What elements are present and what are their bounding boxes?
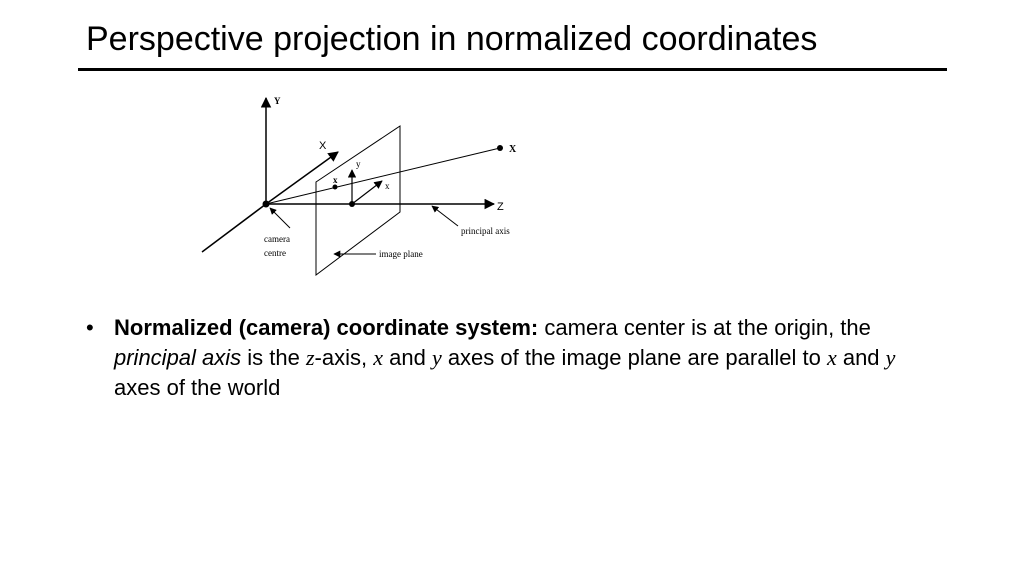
camera-centre-point	[262, 200, 270, 208]
image-plane	[315, 125, 401, 276]
bullet-text-7: axes of the world	[114, 375, 281, 400]
camera-centre-label-1: camera	[264, 234, 290, 244]
image-point-label: x	[333, 175, 338, 185]
bullet-list: •Normalized (camera) coordinate system: …	[86, 313, 926, 403]
world-point-label: X	[509, 144, 517, 155]
math-y-2: y	[885, 345, 896, 370]
bullet-text-6: and	[836, 345, 886, 370]
world-y-axis-label: Y	[274, 96, 281, 106]
math-y: y	[431, 345, 442, 370]
image-x-axis	[351, 180, 383, 205]
world-x-axis	[265, 151, 339, 205]
bullet-text-3: -axis,	[314, 345, 374, 370]
bullet-text-4: and	[383, 345, 432, 370]
principal-axis-pointer	[431, 205, 459, 227]
camera-projection-diagram: Y X Z X x y x camera centre principal ax…	[201, 96, 517, 276]
principal-point	[349, 201, 355, 207]
camera-centre-pointer	[269, 207, 291, 229]
bullet-marker: •	[86, 315, 94, 340]
world-z-axis-label: Z	[497, 201, 504, 213]
world-point	[497, 145, 503, 151]
image-point	[332, 184, 338, 190]
slide-title: Perspective projection in normalized coo…	[86, 20, 818, 58]
bullet-text-1: camera center is at the origin, the	[538, 315, 871, 340]
title-underline	[78, 68, 947, 71]
image-x-axis-label: x	[385, 181, 390, 191]
bullet-text-5: axes of the image plane are parallel to	[441, 345, 827, 370]
world-x-axis-back	[201, 203, 267, 253]
projection-ray	[265, 147, 501, 205]
math-x-2: x	[826, 345, 837, 370]
bullet-text-2: is the	[241, 345, 306, 370]
world-x-axis-label: X	[319, 140, 327, 152]
camera-centre-label-2: centre	[264, 248, 286, 258]
bullet-item: •Normalized (camera) coordinate system: …	[86, 313, 926, 403]
bullet-principal-axis: principal axis	[114, 345, 242, 370]
math-x: x	[373, 345, 383, 370]
image-y-axis-label: y	[356, 159, 361, 169]
principal-axis-label: principal axis	[461, 226, 510, 236]
image-plane-label: image plane	[379, 249, 423, 259]
bullet-bold-lead: Normalized (camera) coordinate system:	[114, 315, 539, 340]
math-z: z	[305, 345, 315, 370]
